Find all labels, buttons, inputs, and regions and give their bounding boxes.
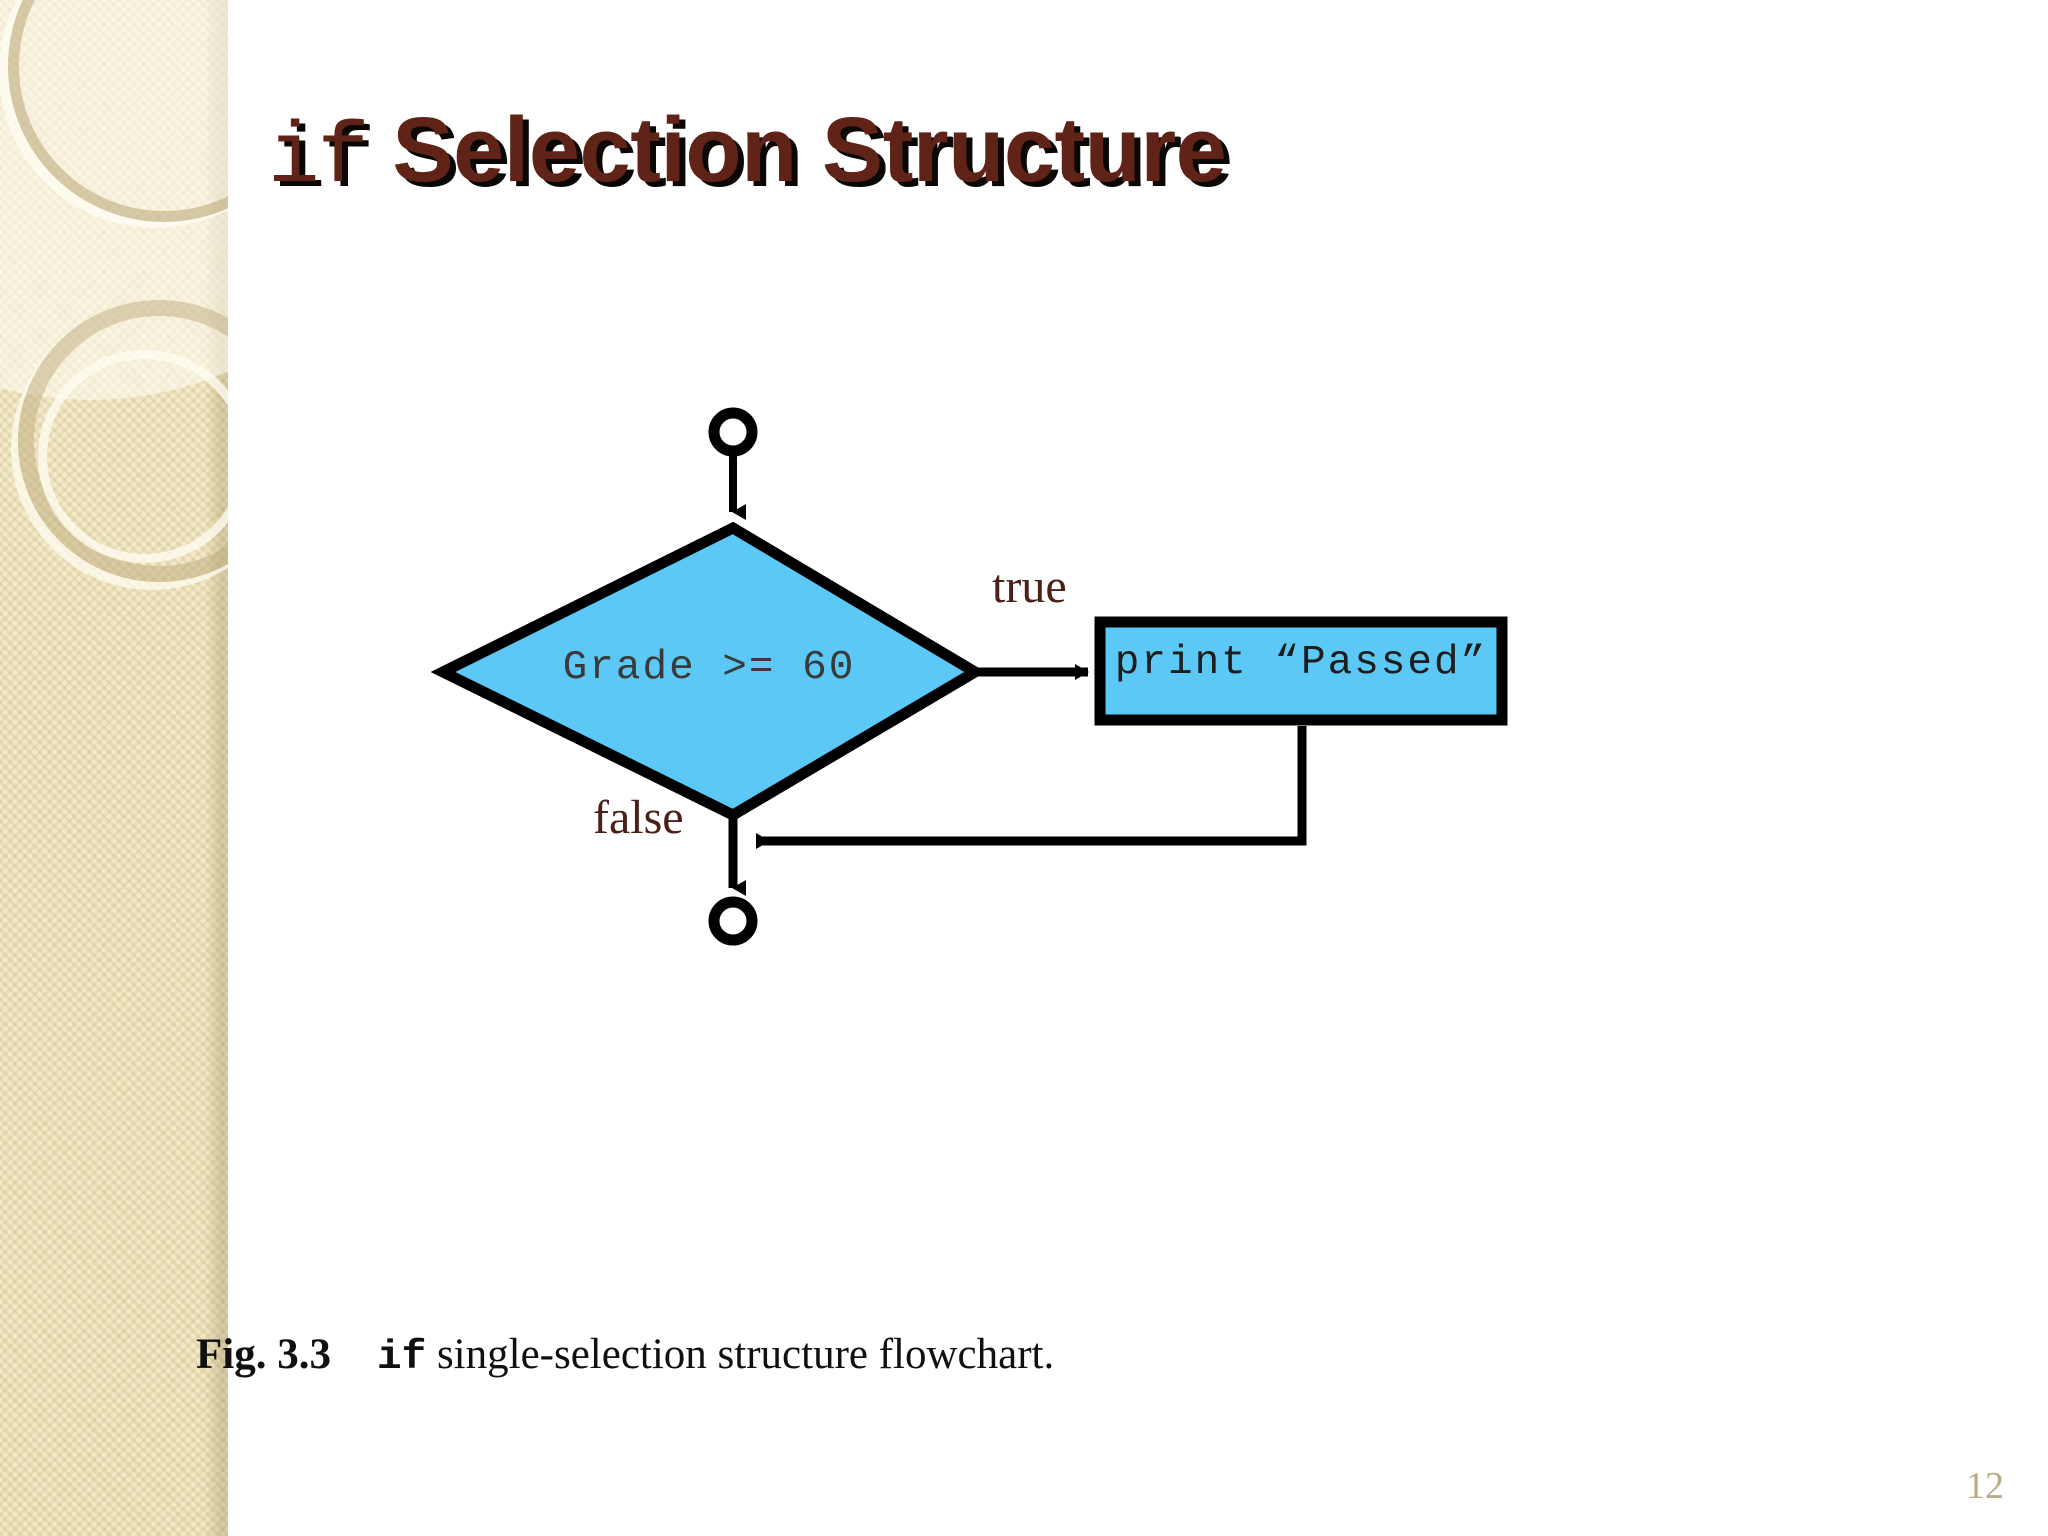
branch-label-false: false <box>593 791 684 844</box>
title-text: Selection Structure <box>392 99 1227 201</box>
title-keyword: if <box>268 109 369 207</box>
page-number: 12 <box>1966 1465 2004 1507</box>
sidebar-ring-inner-icon <box>38 350 228 563</box>
start-connector-icon <box>708 407 758 457</box>
decorative-sidebar <box>0 0 228 1536</box>
caption-description: single-selection structure flowchart. <box>436 1331 1055 1378</box>
figure-caption: Fig. 3.3 if single-selection structure fl… <box>196 1330 1054 1381</box>
edge-return-path <box>756 726 1307 849</box>
branch-label-true: true <box>992 560 1067 613</box>
end-connector-icon <box>708 896 758 946</box>
page-title: if Selection Structure <box>268 98 1588 208</box>
caption-code-word: if <box>376 1335 427 1381</box>
figure-number: Fig. 3.3 <box>196 1331 331 1378</box>
process-statement-text: print “Passed” <box>1114 640 1488 686</box>
decision-condition-text: Grade >= 60 <box>562 645 856 691</box>
